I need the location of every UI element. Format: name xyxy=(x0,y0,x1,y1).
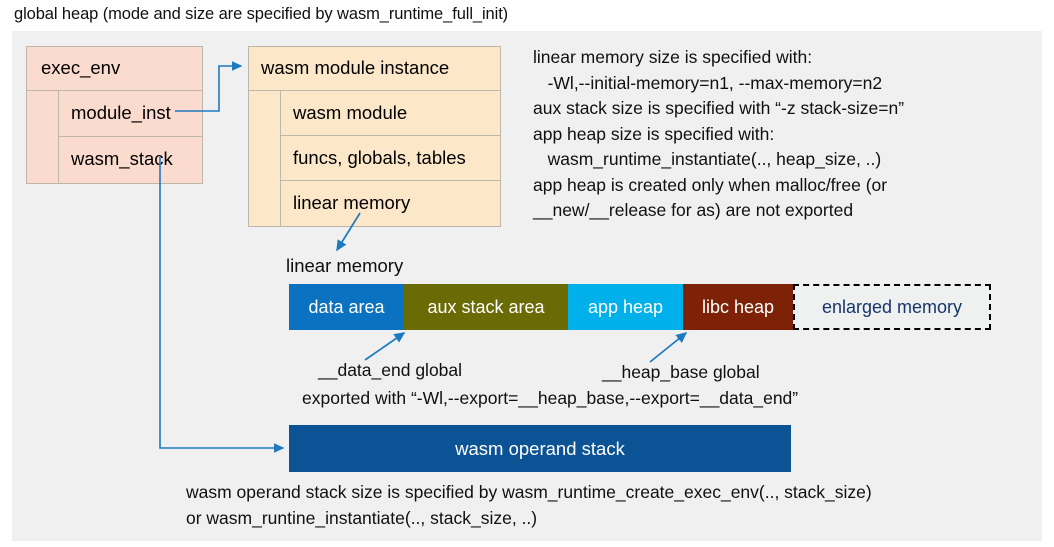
memory-segment-app-heap: app heap xyxy=(568,284,683,330)
memory-segment-libc-heap: libc heap xyxy=(683,284,793,330)
memory-segment-data-area: data area xyxy=(289,284,404,330)
operand-stack-footnote: wasm operand stack size is specified by … xyxy=(186,482,872,528)
exec-env-field-wasm-stack: wasm_stack xyxy=(71,148,173,169)
memory-segment-aux-stack-area: aux stack area xyxy=(404,284,568,330)
exec-env-box: exec_env module_inst wasm_stack xyxy=(26,46,203,184)
module-instance-fields: wasm module funcs, globals, tables linea… xyxy=(281,91,500,226)
module-instance-header: wasm module instance xyxy=(249,47,500,91)
exec-env-body: module_inst wasm_stack xyxy=(27,91,202,183)
exec-env-fields: module_inst wasm_stack xyxy=(59,91,202,183)
wasm-operand-stack-box: wasm operand stack xyxy=(289,425,791,472)
linear-memory-label: linear memory xyxy=(286,255,404,276)
annotation-data-end: __data_end global xyxy=(318,360,463,380)
memory-segment-enlarged-memory: enlarged memory xyxy=(793,284,991,330)
annotation-heap-base: __heap_base global xyxy=(602,362,760,382)
module-instance-field-funcs-globals-tables: funcs, globals, tables xyxy=(281,136,500,181)
page-title: global heap (mode and size are specified… xyxy=(14,5,509,23)
diagram-canvas: exec_env module_inst wasm_stack wasm mod… xyxy=(12,31,1042,541)
annotation-export-flags: exported with “-Wl,--export=__heap_base,… xyxy=(302,388,799,408)
module-instance-field-wasm-module: wasm module xyxy=(281,91,500,136)
module-instance-field-linear-memory: linear memory xyxy=(293,192,411,213)
exec-env-header: exec_env xyxy=(27,47,202,91)
module-instance-body: wasm module funcs, globals, tables linea… xyxy=(249,91,500,226)
arrow-heap-base xyxy=(649,332,688,363)
exec-env-indent xyxy=(27,91,59,183)
spec-notes: linear memory size is specified with: -W… xyxy=(533,47,905,220)
exec-env-field-module-inst: module_inst xyxy=(59,91,202,137)
arrow-data-end xyxy=(364,332,406,361)
wasm-module-instance-box: wasm module instance wasm module funcs, … xyxy=(248,46,501,227)
module-instance-indent xyxy=(249,91,281,226)
